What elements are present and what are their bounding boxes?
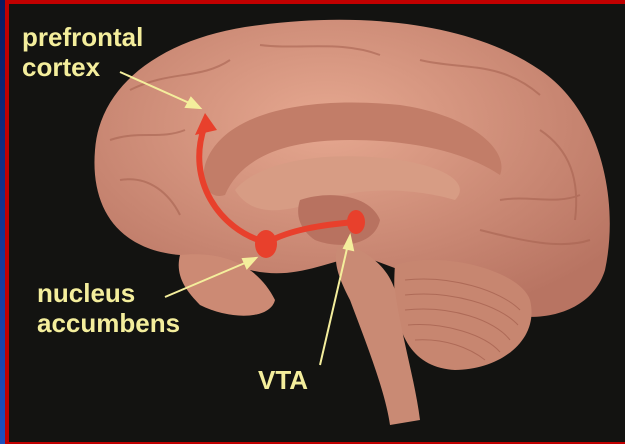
label-nucleus-accumbens: nucleus accumbens — [37, 278, 180, 338]
mesocortical-pathway — [196, 123, 266, 245]
label-line: accumbens — [37, 308, 181, 338]
label-prefrontal-cortex: prefrontal cortex — [22, 22, 143, 82]
nucleus-accumbens-marker — [255, 230, 277, 258]
pathway-arrowhead — [195, 113, 217, 135]
vta-marker — [347, 210, 365, 234]
label-line: nucleus — [37, 278, 136, 308]
brainstem — [335, 240, 420, 425]
left-edge-strip — [0, 0, 5, 444]
corpus-callosum — [203, 102, 502, 196]
label-line: cortex — [22, 52, 101, 82]
cerebellum — [394, 259, 532, 370]
temporal-lobe — [178, 254, 275, 316]
label-vta: VTA — [258, 365, 309, 395]
label-line: prefrontal — [22, 22, 144, 52]
